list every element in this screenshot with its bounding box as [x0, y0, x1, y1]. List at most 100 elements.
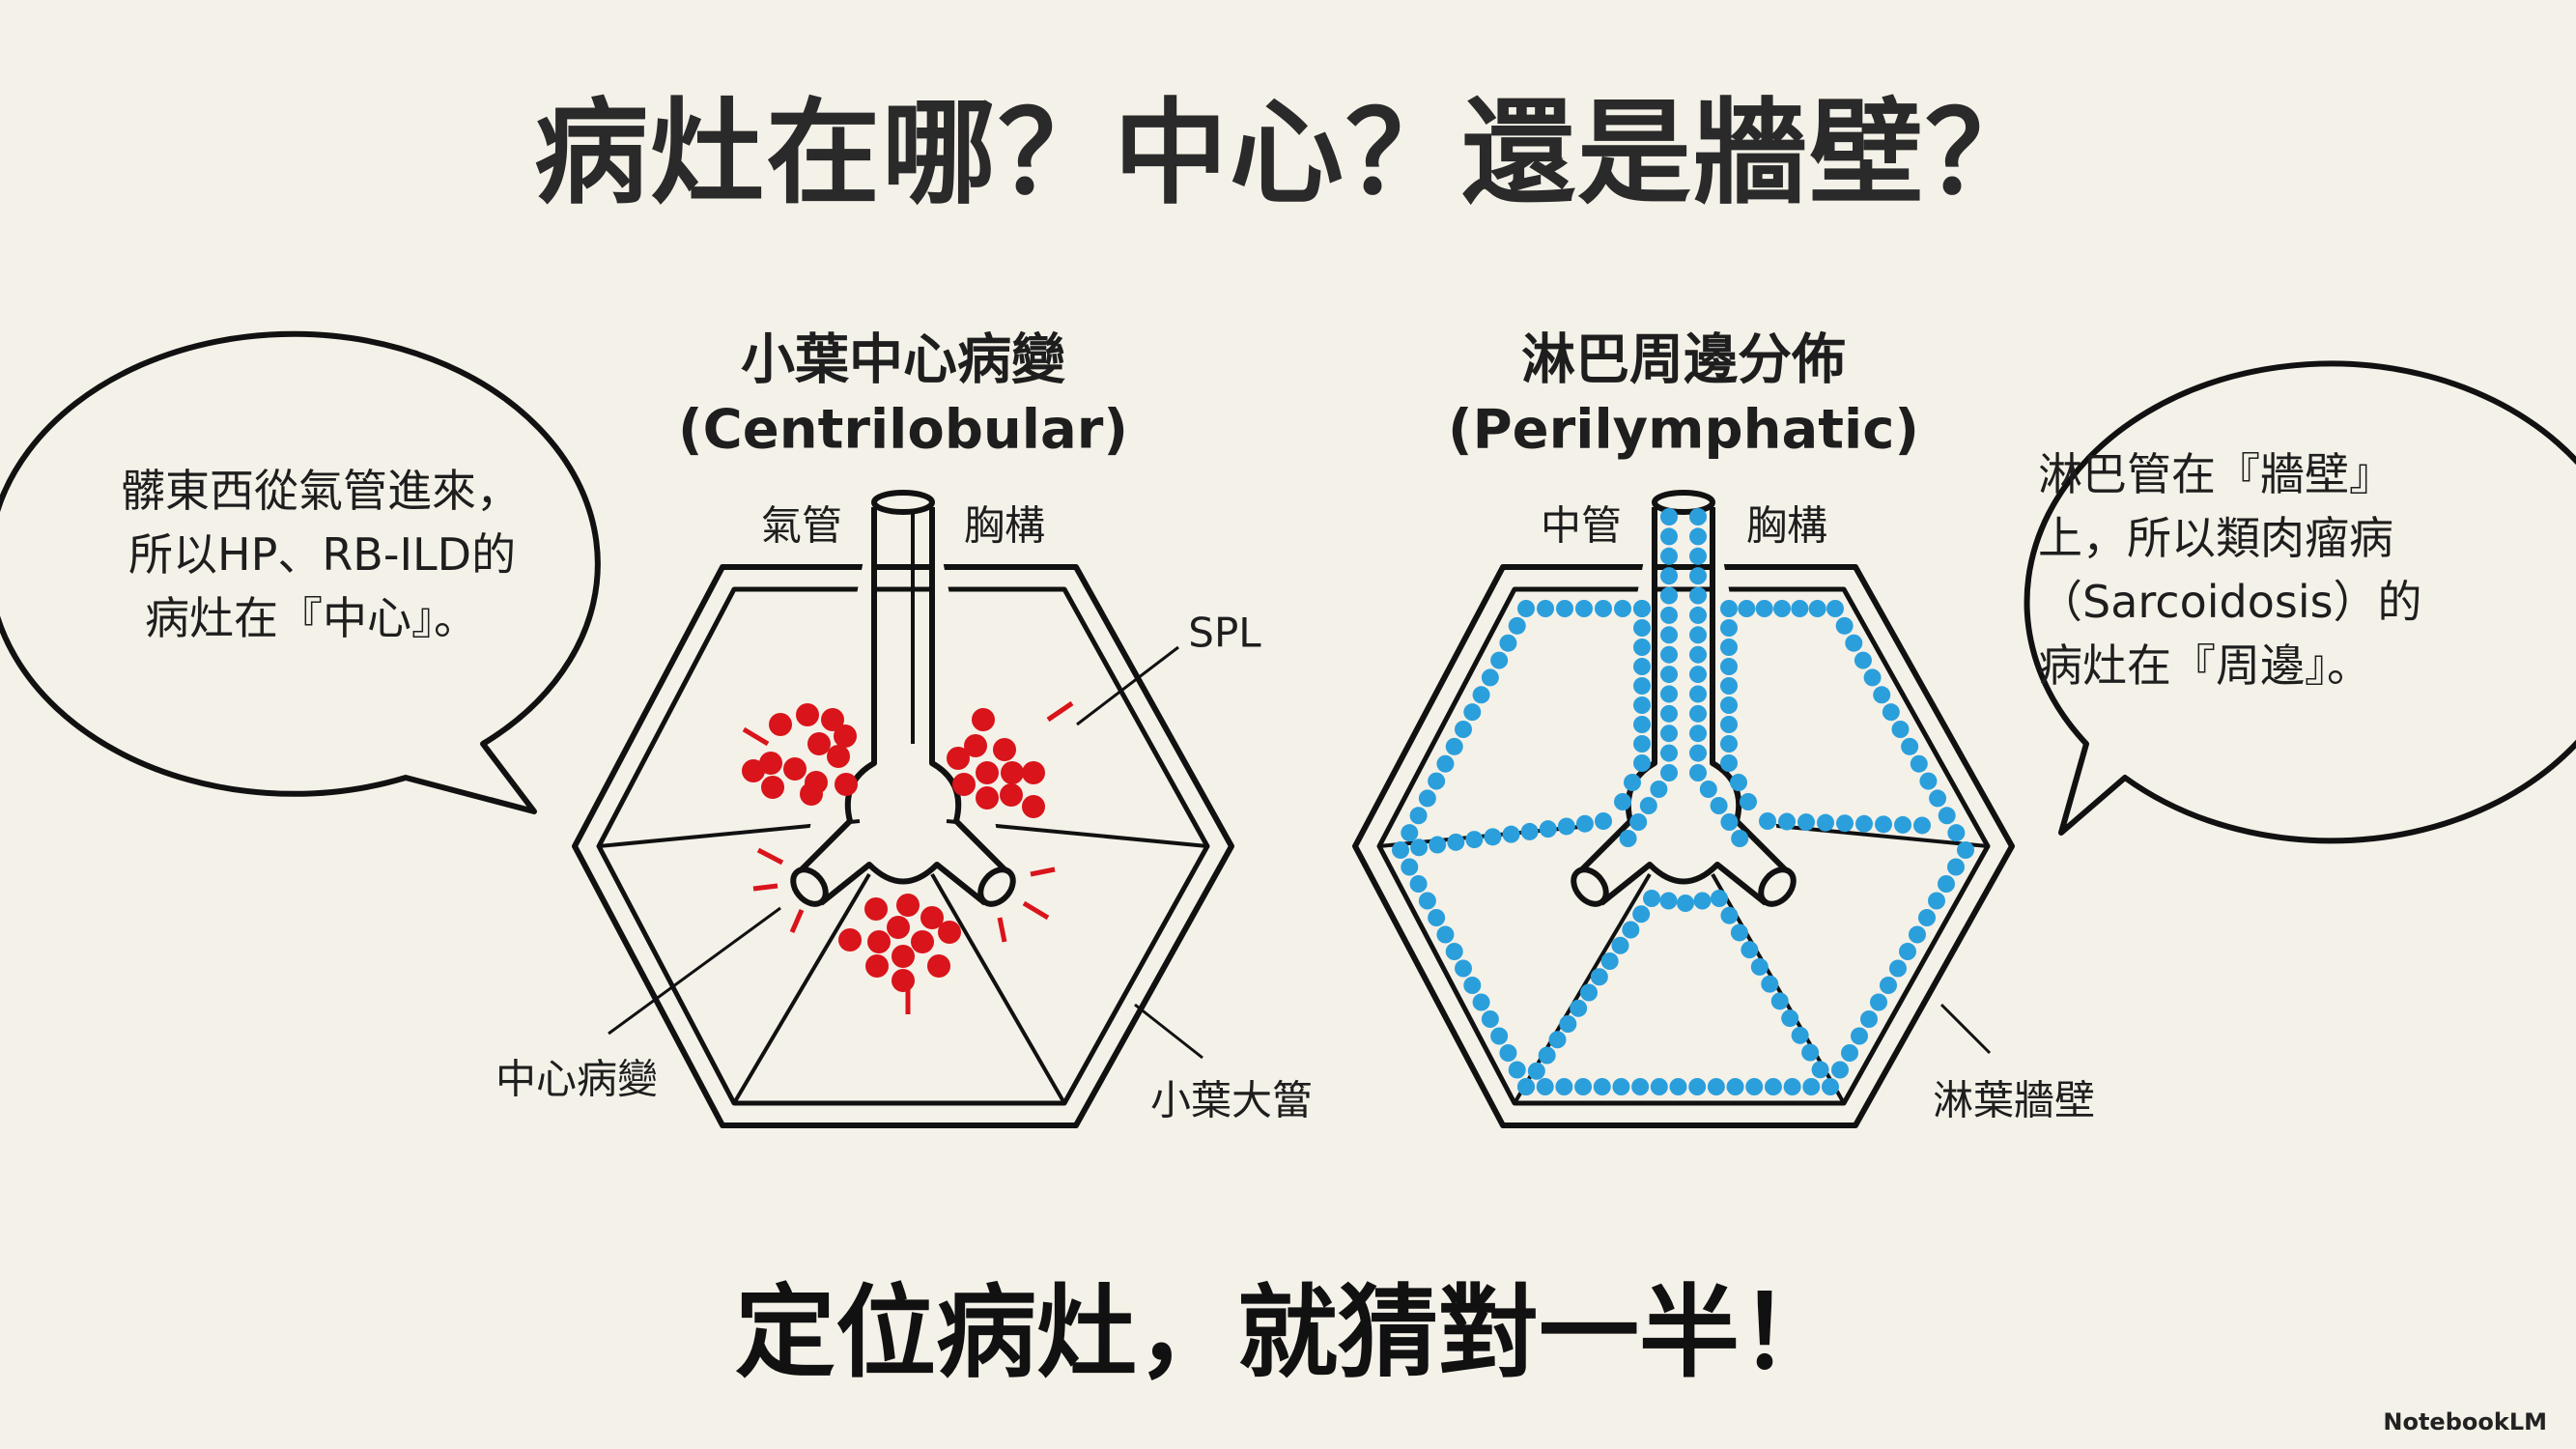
nodule-dot: [1730, 923, 1748, 942]
nodule-dot: [976, 786, 999, 810]
nodule-dot: [920, 906, 944, 929]
nodule-dot: [1428, 909, 1446, 926]
nodule-dot: [1873, 686, 1891, 704]
nodule-dot: [1537, 600, 1554, 617]
nodule-dot: [1764, 1078, 1782, 1095]
nodule-dot: [1660, 645, 1678, 664]
nodule-dot: [1689, 547, 1707, 565]
burst-stroke: [789, 909, 805, 933]
left-heading: 小葉中心病變: [741, 328, 1065, 392]
nodule-dot: [1759, 812, 1776, 830]
nodule-dot: [1455, 959, 1472, 978]
nodule-dot: [807, 732, 831, 755]
left-speech-bubble: [0, 330, 601, 814]
nodule-dot: [972, 708, 995, 731]
nodule-dot: [1863, 668, 1882, 687]
nodule-dot: [1436, 925, 1455, 944]
nodule-dot: [834, 724, 857, 748]
nodule-dot: [1817, 813, 1834, 832]
nodule-dot: [1624, 774, 1641, 791]
nodule-dot: [896, 894, 920, 917]
nodule-dot: [1660, 567, 1678, 585]
nodule-dot: [1447, 833, 1465, 851]
nodule-dot: [865, 954, 889, 978]
nodule-dot: [1614, 600, 1631, 617]
nodule-dot: [1741, 941, 1759, 959]
nodule-dot: [1632, 905, 1651, 923]
nodule-dot: [1472, 993, 1490, 1011]
nodule-dot: [887, 916, 910, 939]
nodule-dot: [1689, 586, 1707, 605]
nodule-dot: [1517, 1078, 1535, 1095]
nodule-dot: [1650, 781, 1668, 798]
nodule-dot: [1693, 892, 1712, 910]
nodule-dot: [1660, 685, 1678, 703]
nodule-dot: [1612, 1078, 1630, 1095]
nodule-dot: [1631, 1078, 1650, 1095]
nodule-dot: [1401, 858, 1419, 876]
nodule-dot: [1755, 600, 1773, 617]
nodule-dot: [1738, 600, 1756, 617]
nodule-dot: [761, 776, 784, 799]
nodule-dot: [1001, 761, 1024, 784]
nodule-dot: [1517, 600, 1535, 617]
nodule-dot: [1463, 703, 1482, 722]
nodule-dot: [1429, 836, 1447, 854]
nodule-dot: [1707, 1078, 1725, 1095]
nodule-dot: [1710, 797, 1728, 814]
nodule-dot: [1720, 658, 1738, 675]
nodule-dot: [1801, 1043, 1820, 1062]
label-septum: 小葉大簹: [1149, 1076, 1314, 1124]
notebooklm-watermark: NotebookLM: [2383, 1408, 2547, 1435]
nodule-dot: [1689, 685, 1707, 703]
bubble-line: 髒東西從氣管進來，: [121, 465, 521, 517]
nodule-dot: [1520, 822, 1539, 840]
nodule-dot: [1938, 807, 1956, 825]
nodule-dot: [1548, 1031, 1567, 1049]
nodule-dot: [892, 969, 915, 992]
nodule-dot: [911, 930, 934, 953]
bubble-line: （Sarcoidosis）的: [2038, 576, 2422, 628]
nodule-dot: [1633, 696, 1651, 714]
nodule-dot: [1928, 892, 1945, 910]
nodule-dot: [1669, 1078, 1687, 1095]
burst-stroke: [756, 847, 784, 866]
nodule-dot: [1455, 721, 1472, 738]
nodule-dot: [1633, 716, 1651, 733]
nodule-dot: [1901, 737, 1919, 755]
nodule-dot: [1870, 993, 1887, 1011]
nodule-dot: [1770, 992, 1789, 1010]
nodule-dot: [1720, 754, 1738, 772]
nodule-dot: [1580, 983, 1598, 1002]
nodule-dot: [1720, 813, 1739, 831]
burst-stroke: [1046, 700, 1074, 723]
perilymphatic-nodules: [1392, 508, 1974, 1095]
bubble-line: 病灶在『周邊』。: [2038, 639, 2371, 692]
nodule-dot: [1909, 925, 1926, 944]
nodule-dot: [1689, 666, 1707, 684]
nodule-dot: [1574, 1078, 1593, 1095]
nodule-dot: [1595, 812, 1612, 830]
nodule-dot: [1689, 724, 1707, 743]
nodule-dot: [1660, 606, 1678, 624]
nodule-dot: [1557, 817, 1575, 836]
nodule-dot: [742, 759, 765, 782]
nodule-dot: [1689, 606, 1707, 624]
nodule-dot: [1947, 858, 1965, 876]
nodule-dot: [1463, 977, 1482, 994]
nodule-dot: [1745, 1078, 1764, 1095]
nodule-dot: [1778, 812, 1796, 831]
nodule-dot: [1418, 892, 1436, 910]
nodule-dot: [1802, 1078, 1821, 1095]
nodule-dot: [1445, 737, 1463, 755]
nodule-dot: [1689, 764, 1707, 781]
nodule-dot: [1711, 890, 1728, 907]
nodule-dot: [1472, 686, 1490, 704]
left-lobule: [572, 490, 1234, 1128]
nodule-dot: [1660, 744, 1678, 762]
nodule-dot: [1022, 795, 1045, 818]
nodule-dot: [1633, 639, 1651, 656]
nodule-dot: [1841, 1044, 1858, 1062]
nodule-dot: [1633, 600, 1651, 617]
